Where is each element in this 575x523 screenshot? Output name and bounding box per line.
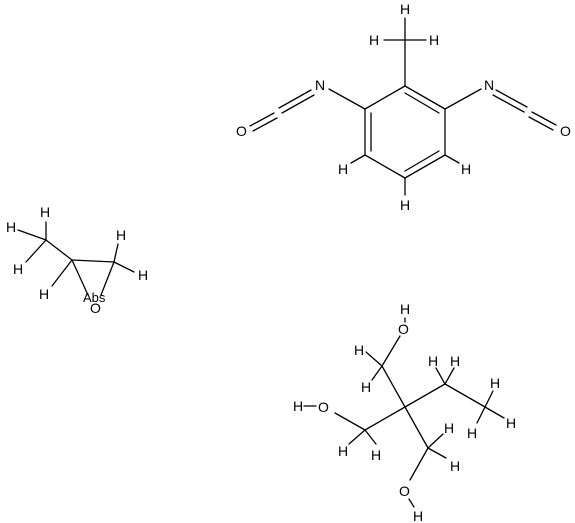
- bond: [249, 112, 275, 127]
- atom-h: H: [40, 204, 50, 220]
- bond: [252, 117, 278, 132]
- atom-h: H: [354, 342, 364, 358]
- bond: [495, 89, 528, 108]
- bond: [350, 154, 366, 164]
- bond: [381, 335, 401, 367]
- bond: [328, 88, 366, 110]
- bond: [364, 406, 406, 431]
- bond: [113, 243, 119, 263]
- atom-h: H: [338, 443, 348, 459]
- atom-h: H: [461, 161, 471, 177]
- bond: [404, 150, 440, 172]
- bond: [444, 383, 486, 408]
- bond: [404, 85, 446, 110]
- atom-h: H: [400, 197, 410, 213]
- atom-h: H: [338, 161, 348, 177]
- bond: [71, 259, 89, 296]
- bond: [484, 390, 494, 408]
- bond: [444, 88, 482, 110]
- atom-h: H: [467, 425, 477, 441]
- bond: [528, 116, 554, 131]
- bond: [444, 367, 455, 385]
- bond: [25, 239, 47, 263]
- bond: [51, 259, 73, 287]
- bond: [281, 94, 315, 114]
- molecule-toluene-diisocyanate: H H H N O N O H H H: [236, 1, 571, 213]
- bond: [435, 367, 446, 385]
- atom-h: H: [369, 32, 379, 48]
- atom-o: O: [236, 123, 247, 139]
- bond: [404, 406, 429, 449]
- bond: [113, 261, 135, 273]
- atom-h: H: [138, 267, 148, 283]
- bond: [408, 498, 415, 508]
- atom-o: O: [560, 123, 571, 139]
- bond: [71, 259, 115, 263]
- atom-h: H: [450, 458, 460, 474]
- atom-o: O: [90, 300, 101, 316]
- bond: [334, 412, 366, 431]
- bond: [476, 406, 486, 424]
- atom-o: O: [399, 483, 410, 499]
- atom-h: H: [371, 447, 381, 463]
- bond: [17, 229, 47, 241]
- bond: [404, 92, 440, 114]
- bond: [364, 154, 406, 179]
- bond: [427, 447, 447, 459]
- bond: [381, 365, 406, 408]
- atom-h: H: [361, 379, 371, 395]
- atom-o: O: [318, 399, 329, 415]
- molecule-trimethylolpropane: O H H H H H H H H O H H H H: [293, 301, 516, 523]
- atom-h: H: [293, 398, 303, 414]
- bond: [484, 406, 505, 419]
- atom-h: H: [450, 353, 460, 369]
- bond: [409, 447, 429, 481]
- bond: [348, 429, 366, 445]
- molecule-methyloxirane: H H H O Abs H H H: [6, 204, 148, 316]
- atom-h: H: [400, 1, 410, 17]
- bond: [364, 85, 406, 110]
- atom-h: H: [39, 286, 49, 302]
- atom-n: N: [315, 77, 325, 93]
- abs-stereo-label: Abs: [83, 290, 106, 305]
- bond: [100, 261, 115, 296]
- bond: [364, 429, 377, 445]
- bond: [444, 154, 460, 164]
- bond: [531, 111, 557, 126]
- atom-h: H: [413, 508, 423, 523]
- atom-o: O: [398, 321, 409, 337]
- bond: [404, 154, 446, 179]
- bond: [45, 239, 73, 261]
- bond: [404, 383, 446, 408]
- atom-h: H: [490, 375, 500, 391]
- bond: [427, 433, 444, 449]
- atom-h: H: [400, 301, 410, 317]
- atom-h: H: [13, 261, 23, 277]
- bond: [492, 94, 525, 113]
- bond: [371, 365, 383, 381]
- atom-n: N: [484, 77, 494, 93]
- atom-h: H: [428, 353, 438, 369]
- atom-h: H: [444, 420, 454, 436]
- bond: [365, 351, 383, 367]
- atom-h: H: [429, 32, 439, 48]
- atom-h: H: [116, 227, 126, 243]
- atom-h: H: [506, 415, 516, 431]
- atom-h: H: [6, 219, 16, 235]
- bond: [278, 89, 312, 109]
